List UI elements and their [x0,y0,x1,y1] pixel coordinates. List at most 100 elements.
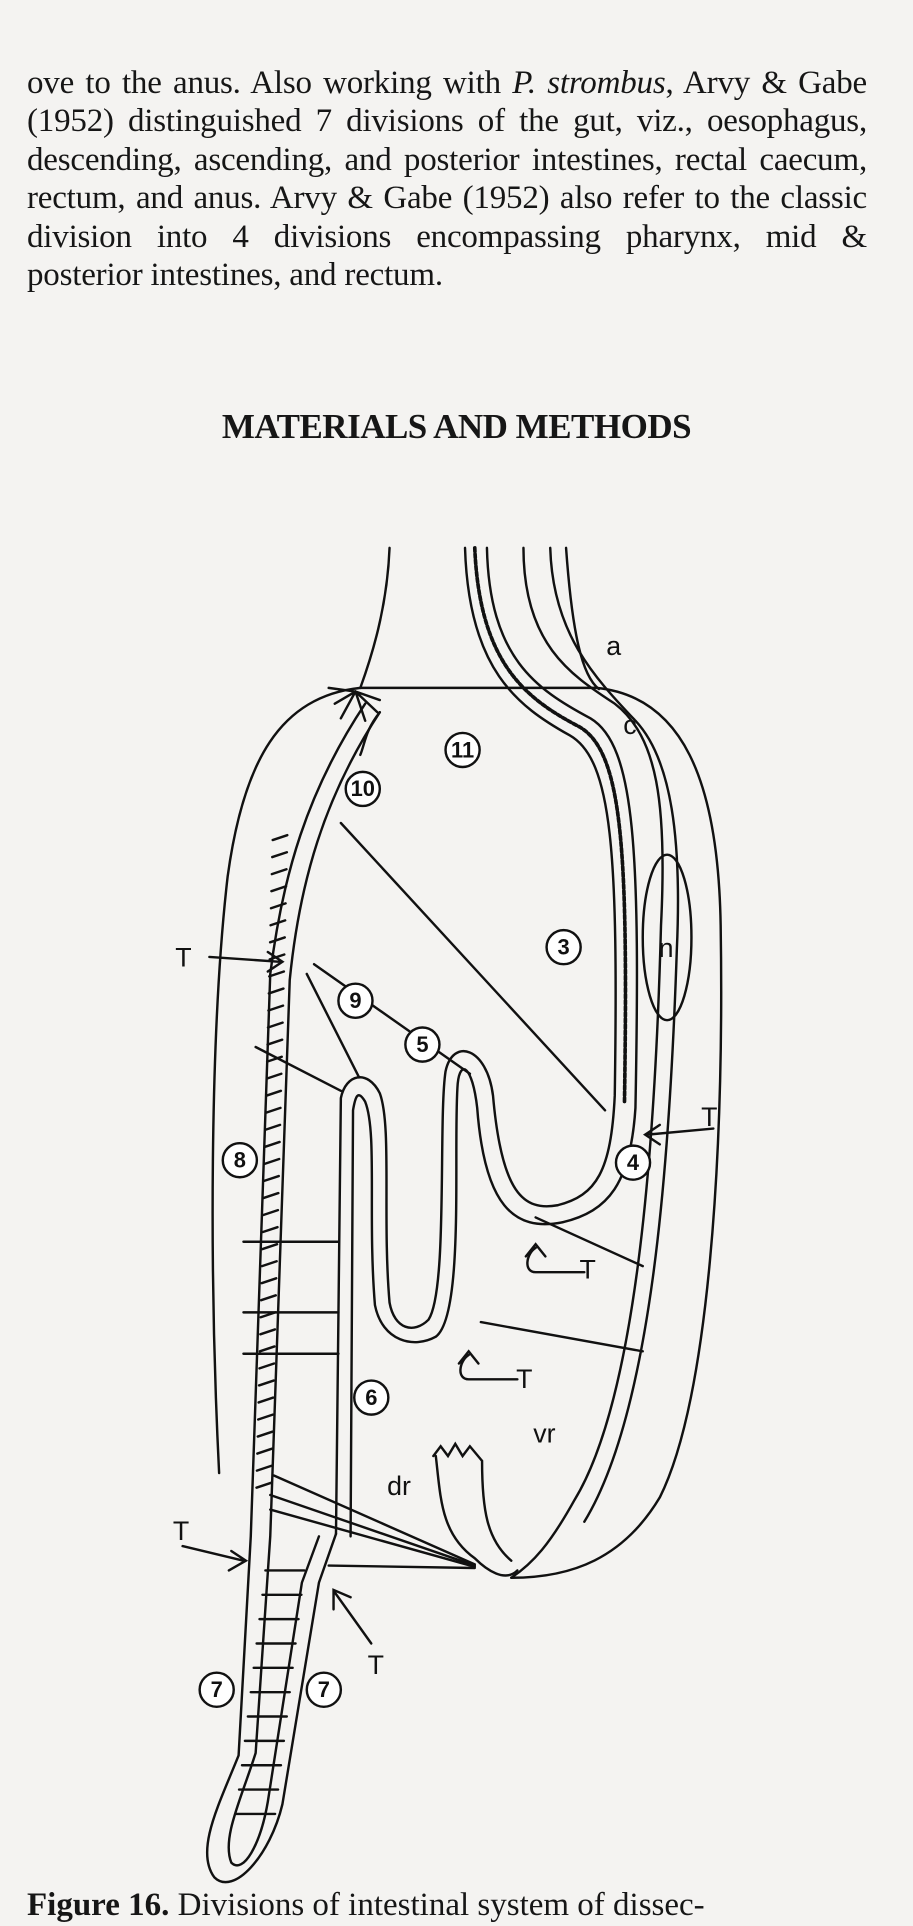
arrow-icon [642,1123,715,1146]
label-t: T [368,1650,384,1680]
hatch-mark [256,1413,275,1421]
hatch-mark [267,987,285,995]
species-name: P. strombus [512,65,666,101]
neck-left-line [359,546,391,690]
hatch-mark [256,1430,274,1438]
number-text: 7 [211,1677,223,1702]
curly-arrow-icon [457,1349,519,1381]
tube-hatch-marks [234,833,306,1816]
dr-structure [432,1441,519,1577]
circled-number-label: 3 [545,928,582,966]
hatch-mark [257,1396,275,1404]
arrow-icon [208,950,285,973]
label-c: c [623,710,636,740]
label-vr: vr [533,1419,555,1449]
circled-number-label: 9 [337,982,374,1019]
hatch-mark [256,1447,274,1455]
hatch-mark [271,851,289,859]
circled-number-label: 7 [305,1671,343,1709]
c-tube-inner [549,546,680,1523]
hatch-mark [268,953,286,961]
c-tube-outer [510,546,664,1579]
outer-body-left [211,686,362,1475]
text-run: , Arvy & Gabe (1952) distinguished 7 div… [27,65,867,294]
figure-caption: Figure 16. Divisions of intestinal syste… [27,1887,705,1924]
label-t: T [175,943,191,973]
body-top-line [359,686,723,1579]
circled-number-label: 10 [344,770,382,808]
pointer-line [339,821,607,1112]
hatch-mark [260,1277,278,1285]
text-run: ove to the anus. Also working with [27,65,513,101]
pointer-line [272,1474,476,1566]
oesophagus-outer [463,546,617,1207]
hatch-mark [262,1174,280,1183]
section-heading: MATERIALS AND METHODS [221,407,692,446]
hatch-mark [265,1072,283,1080]
hatch-mark [261,1225,279,1234]
hatch-mark [269,902,287,910]
caption-text: Divisions of intestinal system of dissec… [169,1887,705,1923]
circled-number-label: 7 [198,1671,235,1709]
curly-arrow-icon [524,1242,586,1274]
hatch-mark [263,1157,281,1166]
hatch-mark [258,1345,276,1353]
pointer-line [534,1216,644,1268]
hatch-mark [263,1140,281,1149]
number-text: 9 [349,988,361,1013]
arrow-icon [332,1588,373,1645]
hatch-mark [265,1055,283,1063]
pointer-line [327,1564,476,1570]
loop-outer [334,1050,559,1536]
pointer-line [312,963,472,1075]
label-t: T [516,1364,532,1394]
loop-inner [349,1068,564,1538]
number-text: 5 [416,1032,428,1057]
hatch-mark [259,1311,277,1319]
pointer-line [269,1493,476,1567]
circled-number-label: 8 [221,1141,259,1179]
hatch-mark [264,1123,282,1131]
pointer-line [254,1045,343,1093]
number-text: 3 [558,934,570,959]
organ-n [641,853,693,1022]
number-text: 6 [365,1385,377,1410]
label-dr: dr [387,1471,411,1501]
hatch-mark [262,1191,280,1200]
number-text: 10 [351,776,375,801]
hatch-mark [258,1362,276,1370]
pointer-line [305,972,361,1079]
number-text: 7 [318,1677,330,1702]
hatch-mark [270,868,288,876]
anus-rays [327,686,382,722]
oesophagus-wall [472,546,628,1104]
hatch-mark [259,1328,277,1336]
label-t: T [701,1102,717,1132]
hatch-mark [269,919,287,927]
hatch-mark [255,1481,273,1489]
hatch-mark [255,1464,273,1472]
hatch-mark [259,1294,278,1302]
tube-8-outer-2 [359,711,382,757]
hatch-mark [268,970,286,978]
label-a: a [606,631,621,661]
arrow-icon [181,1544,249,1572]
caption-label: Figure 16. [27,1887,170,1923]
hatch-mark [260,1260,278,1268]
hatch-mark [266,1038,284,1046]
hatch-mark [264,1106,282,1114]
body-paragraph: ove to the anus. Also working with P. st… [27,64,867,294]
pointer-line [269,1508,476,1569]
hatch-mark [265,1089,283,1097]
tube-8-inner [227,711,382,1867]
hatch-mark [261,1242,279,1251]
hatch-mark [266,1021,284,1029]
label-t: T [579,1254,595,1284]
hatch-mark [267,1004,285,1012]
hatch-mark [268,936,286,944]
circled-number-label: 5 [404,1026,441,1063]
circled-number-label: 6 [353,1379,390,1416]
hatch-mark [270,885,288,893]
tube-8-outer [205,702,367,1884]
